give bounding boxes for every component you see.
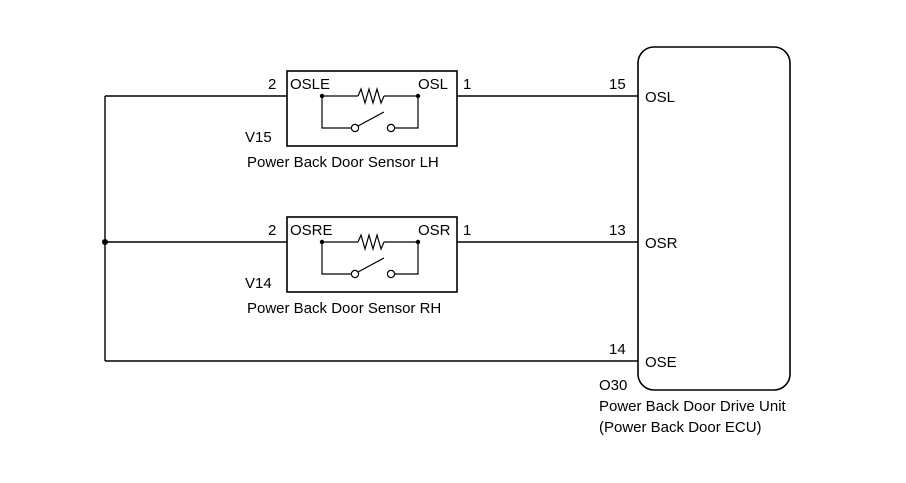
sensor-rh-pin-right: 1 xyxy=(463,222,471,239)
sensor-rh-name: Power Back Door Sensor RH xyxy=(247,300,441,317)
sensor-rh-switch-contact-icon xyxy=(386,269,396,279)
sensor-lh-name: Power Back Door Sensor LH xyxy=(247,154,439,171)
sensor-rh-pin-left: 2 xyxy=(268,222,276,239)
ecu-pin-name: OSR xyxy=(645,235,678,252)
ecu-pin-name: OSE xyxy=(645,354,677,371)
sensor-rh-pin-left-name: OSRE xyxy=(290,222,333,239)
sensor-rh-switch-left-lead xyxy=(321,242,351,275)
ecu-pin-number: 14 xyxy=(609,341,626,358)
sensor-lh-switch-left-lead xyxy=(321,96,351,129)
sensor-lh-switch-right-lead xyxy=(395,96,419,129)
sensor-lh-resistor-icon xyxy=(357,86,385,106)
sensor-rh-switch-contact-icon xyxy=(350,269,360,279)
sensor-rh-switch-right-lead xyxy=(395,242,419,275)
ecu-box xyxy=(637,46,791,391)
sensor-lh-pin-right-name: OSL xyxy=(418,76,448,93)
sensor-lh-switch-contact-icon xyxy=(386,123,396,133)
ecu-name-line1: Power Back Door Drive Unit xyxy=(599,398,787,415)
sensor-rh-switch-blade-icon xyxy=(357,257,385,273)
ecu-pin-name: OSL xyxy=(645,89,675,106)
sensor-rh: 2 OSRE OSR 1 V14 Power Back Door Sensor … xyxy=(245,216,471,317)
ecu-pin-number: 15 xyxy=(609,76,626,93)
sensor-rh-node-dot xyxy=(319,239,325,245)
sensor-rh-resistor-icon xyxy=(357,232,385,252)
sensor-rh-box xyxy=(286,216,458,293)
sensor-lh-switch-contact-icon xyxy=(350,123,360,133)
sensor-lh-box xyxy=(286,70,458,147)
ecu-code: O30 xyxy=(599,377,627,394)
sensor-lh-pin-right: 1 xyxy=(463,76,471,93)
sensor-lh-code: V15 xyxy=(245,129,272,146)
sensor-rh-node-dot xyxy=(415,239,421,245)
ecu-name-line2: (Power Back Door ECU) xyxy=(599,419,762,436)
sensor-rh-code: V14 xyxy=(245,275,272,292)
junction-dot xyxy=(102,239,108,245)
sensor-lh-pin-left: 2 xyxy=(268,76,276,93)
sensor-lh: 2 OSLE OSL 1 V15 Power Back Door Sensor … xyxy=(245,70,471,171)
wires xyxy=(102,95,638,362)
sensor-lh-pin-left-name: OSLE xyxy=(290,76,330,93)
sensor-lh-switch-blade-icon xyxy=(357,111,385,127)
sensor-lh-node-dot xyxy=(415,93,421,99)
sensor-rh-pin-right-name: OSR xyxy=(418,222,451,239)
ecu: 15 OSL 13 OSR 14 OSE O30 Power Back Door… xyxy=(599,46,791,436)
ecu-pin-number: 13 xyxy=(609,222,626,239)
sensor-lh-node-dot xyxy=(319,93,325,99)
